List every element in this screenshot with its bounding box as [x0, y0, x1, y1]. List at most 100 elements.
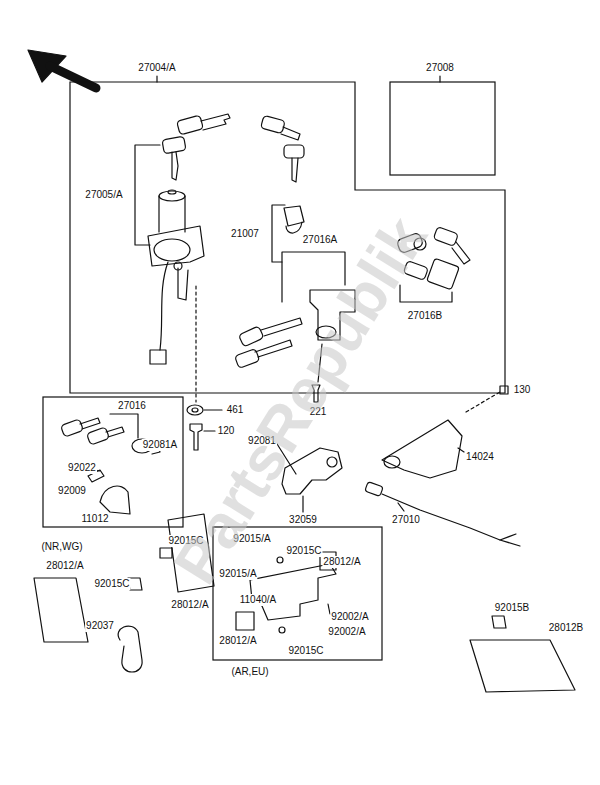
callout-number: 27005/A [84, 189, 123, 201]
key [177, 115, 204, 135]
callout-number: 92002/A [330, 611, 369, 623]
callout-number: 27016B [407, 310, 443, 322]
lock-cable [500, 534, 520, 546]
ignition-switch [148, 226, 204, 266]
watermark: PartsRepublik [159, 204, 440, 595]
callout-number: 92002/A [327, 626, 366, 638]
key [284, 145, 304, 158]
illustration [28, 50, 575, 692]
lock-bracket [327, 457, 337, 467]
key [292, 158, 298, 182]
key [261, 115, 304, 233]
lock-cover [382, 420, 462, 478]
callout-number: 28012/A [45, 560, 84, 572]
callout-number: 27016 [117, 400, 147, 412]
callout-number: 92015C [93, 578, 130, 590]
leader-line [302, 496, 303, 512]
key [162, 114, 230, 180]
callout-number: 92081A [142, 439, 178, 451]
callout-number: 11040/A [239, 594, 278, 606]
ignition-switch [154, 239, 190, 261]
callout-number: 27004/A [137, 62, 176, 74]
helmet-lock [61, 419, 84, 437]
callout-number: 92009 [57, 485, 87, 497]
box-outline [70, 82, 505, 393]
key [162, 136, 186, 154]
reflector [470, 640, 575, 692]
leader-line [439, 76, 440, 82]
steering-lock [261, 318, 302, 336]
group-box: 27016(NR,WG) [43, 397, 183, 527]
leader-line [398, 503, 404, 511]
reflector [34, 578, 88, 642]
lock-cover [384, 456, 400, 468]
steering-lock [238, 326, 263, 347]
box-outline [390, 82, 495, 175]
callout-number: 92015C [287, 645, 324, 657]
direction-arrow [50, 66, 96, 88]
reflector-bracket [250, 564, 336, 620]
reflector-bracket [277, 557, 283, 563]
callout-number: 14024 [465, 451, 495, 463]
ignition-switch [159, 196, 185, 232]
callout-number: 92037 [85, 620, 115, 632]
ignition-switch [148, 190, 204, 364]
ignition-switch [159, 191, 185, 201]
leader-line [204, 409, 222, 410]
callout-number: 32059 [288, 514, 318, 526]
key [281, 127, 300, 140]
leader-line [195, 286, 196, 402]
lock-cover [382, 420, 462, 478]
group-box: 27004/A [70, 82, 505, 393]
callout-number: 92015C [285, 545, 322, 557]
nut [492, 616, 506, 628]
key [286, 222, 302, 233]
helmet-lock [80, 418, 100, 429]
spring-clip [118, 626, 142, 672]
seat-lock [452, 242, 470, 264]
group-box: 27008 [390, 82, 495, 175]
lock-cable [382, 494, 500, 540]
callout-number: 92022 [67, 462, 97, 474]
key [201, 114, 230, 130]
helmet-lock [106, 427, 124, 437]
callout-number: 27010 [391, 514, 421, 526]
helmet-lock [100, 486, 130, 514]
reflector-bracket [236, 612, 254, 630]
callout-number: 92015B [494, 602, 530, 614]
seat-lock [427, 258, 460, 289]
callout-number: 120 [217, 425, 236, 437]
key [261, 115, 286, 133]
box-outline [43, 397, 183, 527]
ignition-switch [160, 262, 168, 350]
lock-cable [365, 482, 383, 497]
key [172, 152, 178, 180]
callout-number: 27008 [425, 62, 455, 74]
callout-number: 461 [226, 404, 245, 416]
washer [192, 408, 198, 412]
leader-bracket [135, 145, 160, 245]
box-outline [70, 82, 505, 393]
callout-number: 130 [513, 384, 532, 396]
callout-number: 28012/A [170, 599, 209, 611]
box-outline [390, 82, 495, 175]
ignition-switch [178, 268, 188, 300]
callout-number: 28012B [548, 622, 584, 634]
box-outline [43, 397, 183, 527]
bolt [190, 424, 202, 450]
washer [187, 405, 203, 415]
callout-number: 28012/A [322, 556, 361, 568]
leader-bracket [272, 205, 285, 262]
leader-line [466, 392, 500, 412]
lock-cable [365, 482, 520, 546]
region-code: (NR,WG) [40, 541, 83, 553]
leader-line [110, 414, 138, 438]
callout-number: 21007 [230, 228, 260, 240]
leader-line [156, 76, 157, 82]
callout-number: 11012 [80, 513, 109, 525]
ignition-switch [168, 190, 176, 194]
key [284, 206, 304, 226]
leader-line [204, 430, 215, 431]
reflector-bracket [236, 552, 336, 633]
